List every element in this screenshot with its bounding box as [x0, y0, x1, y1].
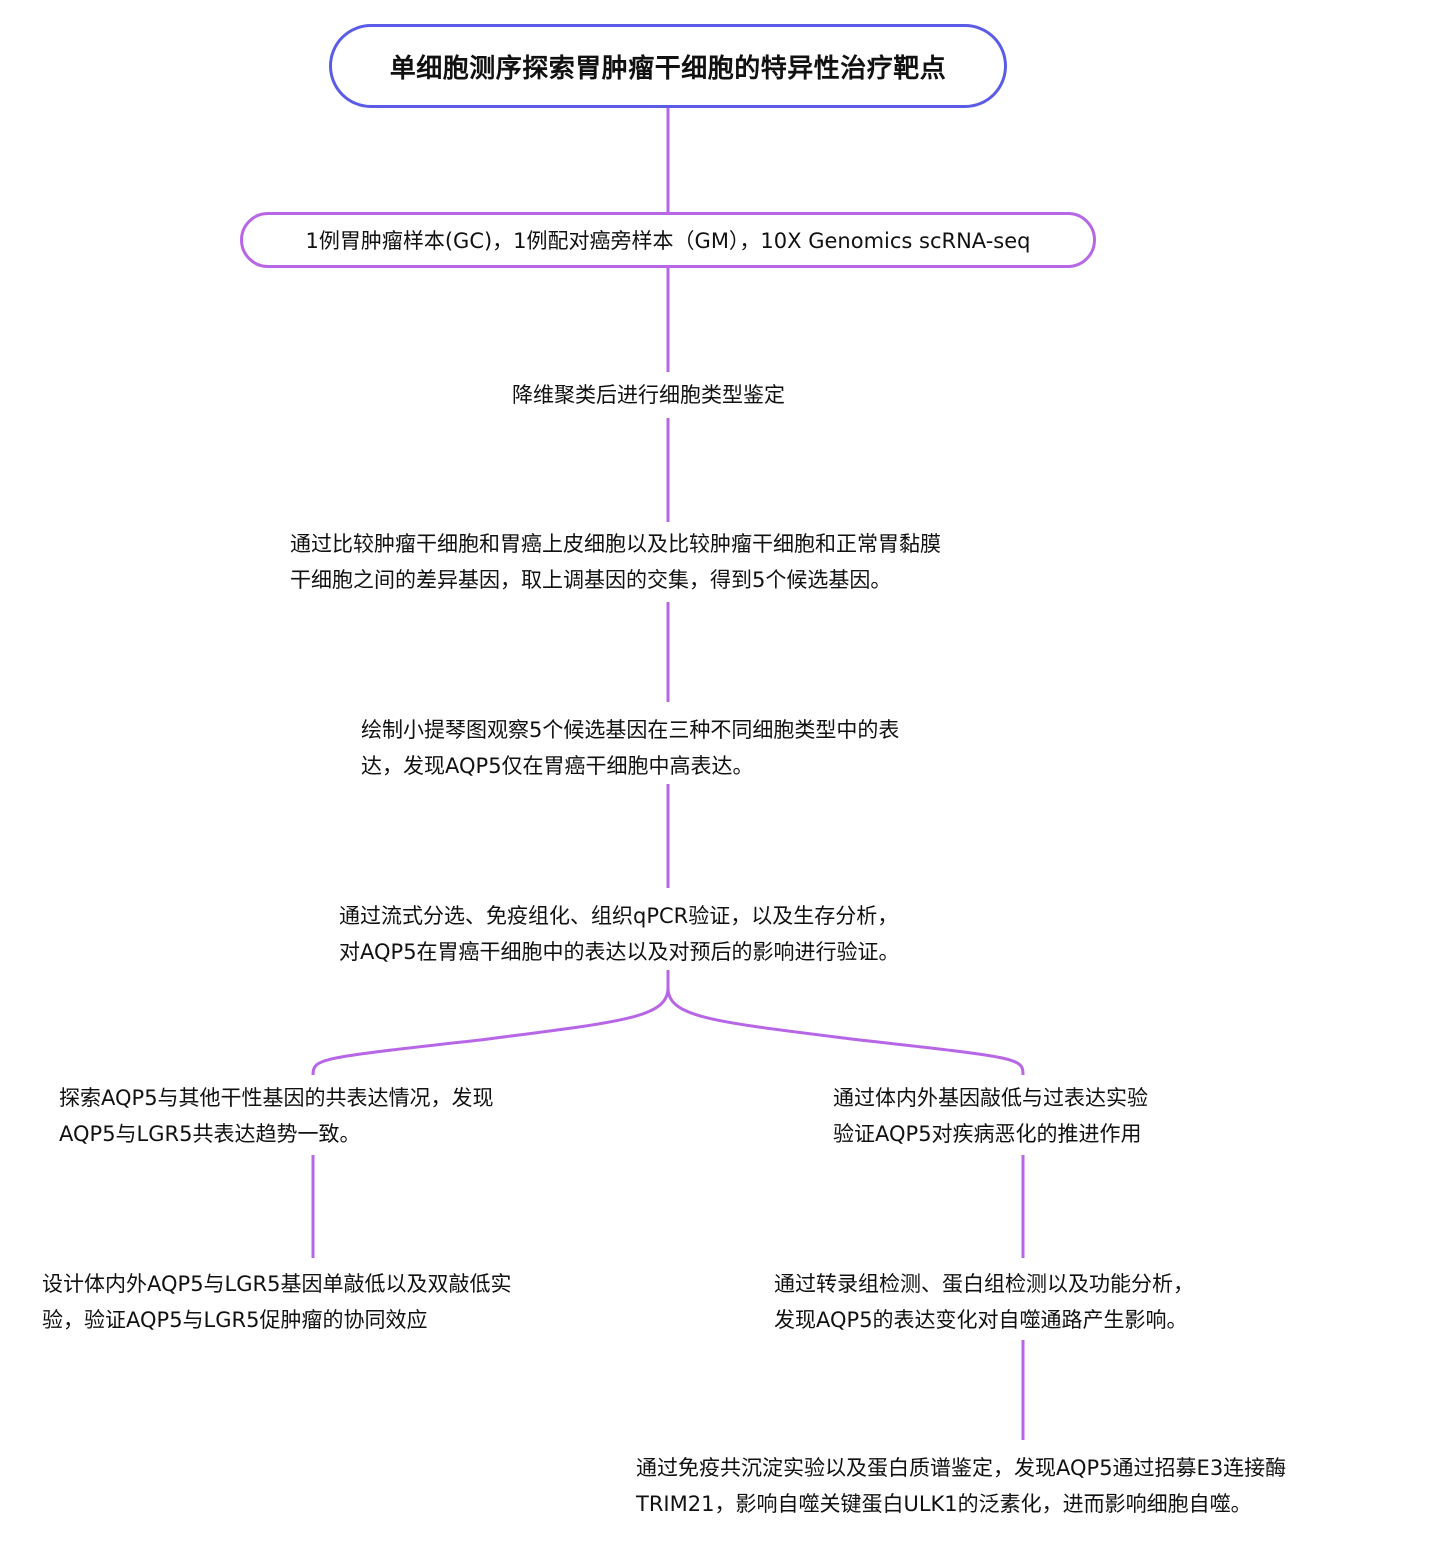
comparison-line-2: 干细胞之间的差异基因，取上调基因的交集，得到5个候选基因。: [290, 568, 892, 592]
omics-line-2: 发现AQP5的表达变化对自噬通路产生影响。: [774, 1308, 1188, 1332]
in-vivo-step: 通过体内外基因敲低与过表达实验 验证AQP5对疾病恶化的推进作用: [827, 1080, 1154, 1152]
in-vivo-line-2: 验证AQP5对疾病恶化的推进作用: [833, 1122, 1142, 1146]
validation-line-2: 对AQP5在胃癌干细胞中的表达以及对预后的影响进行验证。: [339, 940, 900, 964]
title-text: 单细胞测序探索胃肿瘤干细胞的特异性治疗靶点: [389, 53, 947, 84]
clustering-step: 降维聚类后进行细胞类型鉴定: [506, 377, 791, 413]
violin-line-2: 达，发现AQP5仅在胃癌干细胞中高表达。: [361, 754, 754, 778]
sample-node: 1例胃肿瘤样本(GC)，1例配对癌旁样本（GM），10X Genomics sc…: [240, 212, 1096, 268]
in-vivo-line-1: 通过体内外基因敲低与过表达实验: [833, 1086, 1148, 1110]
omics-line-1: 通过转录组检测、蛋白组检测以及功能分析，: [774, 1272, 1194, 1296]
knockdown-line-1: 设计体内外AQP5与LGR5基因单敲低以及双敲低实: [42, 1272, 512, 1296]
title-node: 单细胞测序探索胃肿瘤干细胞的特异性治疗靶点: [329, 24, 1007, 108]
knockdown-step: 设计体内外AQP5与LGR5基因单敲低以及双敲低实 验，验证AQP5与LGR5促…: [36, 1266, 518, 1338]
validation-step: 通过流式分选、免疫组化、组织qPCR验证，以及生存分析， 对AQP5在胃癌干细胞…: [333, 898, 906, 970]
comparison-line-1: 通过比较肿瘤干细胞和胃癌上皮细胞以及比较肿瘤干细胞和正常胃黏膜: [290, 532, 941, 556]
coexpression-line-2: AQP5与LGR5共表达趋势一致。: [59, 1122, 361, 1146]
coexpression-line-1: 探索AQP5与其他干性基因的共表达情况，发现: [59, 1086, 494, 1110]
comparison-step: 通过比较肿瘤干细胞和胃癌上皮细胞以及比较肿瘤干细胞和正常胃黏膜 干细胞之间的差异…: [284, 526, 947, 598]
validation-line-1: 通过流式分选、免疫组化、组织qPCR验证，以及生存分析，: [339, 904, 899, 928]
violin-line-1: 绘制小提琴图观察5个候选基因在三种不同细胞类型中的表: [361, 718, 900, 742]
clustering-text: 降维聚类后进行细胞类型鉴定: [512, 383, 785, 407]
connector-split-right: [666, 987, 1025, 1076]
ip-ms-line-1: 通过免疫共沉淀实验以及蛋白质谱鉴定，发现AQP5通过招募E3连接酶: [636, 1456, 1287, 1480]
knockdown-line-2: 验，验证AQP5与LGR5促肿瘤的协同效应: [42, 1308, 428, 1332]
violin-step: 绘制小提琴图观察5个候选基因在三种不同细胞类型中的表 达，发现AQP5仅在胃癌干…: [355, 712, 906, 784]
omics-step: 通过转录组检测、蛋白组检测以及功能分析， 发现AQP5的表达变化对自噬通路产生影…: [768, 1266, 1200, 1338]
ip-ms-step: 通过免疫共沉淀实验以及蛋白质谱鉴定，发现AQP5通过招募E3连接酶 TRIM21…: [630, 1450, 1293, 1522]
coexpression-step: 探索AQP5与其他干性基因的共表达情况，发现 AQP5与LGR5共表达趋势一致。: [53, 1080, 500, 1152]
sample-text: 1例胃肿瘤样本(GC)，1例配对癌旁样本（GM），10X Genomics sc…: [305, 229, 1031, 253]
ip-ms-line-2: TRIM21，影响自噬关键蛋白ULK1的泛素化，进而影响细胞自噬。: [636, 1492, 1252, 1516]
connector-split-left: [311, 968, 670, 1076]
